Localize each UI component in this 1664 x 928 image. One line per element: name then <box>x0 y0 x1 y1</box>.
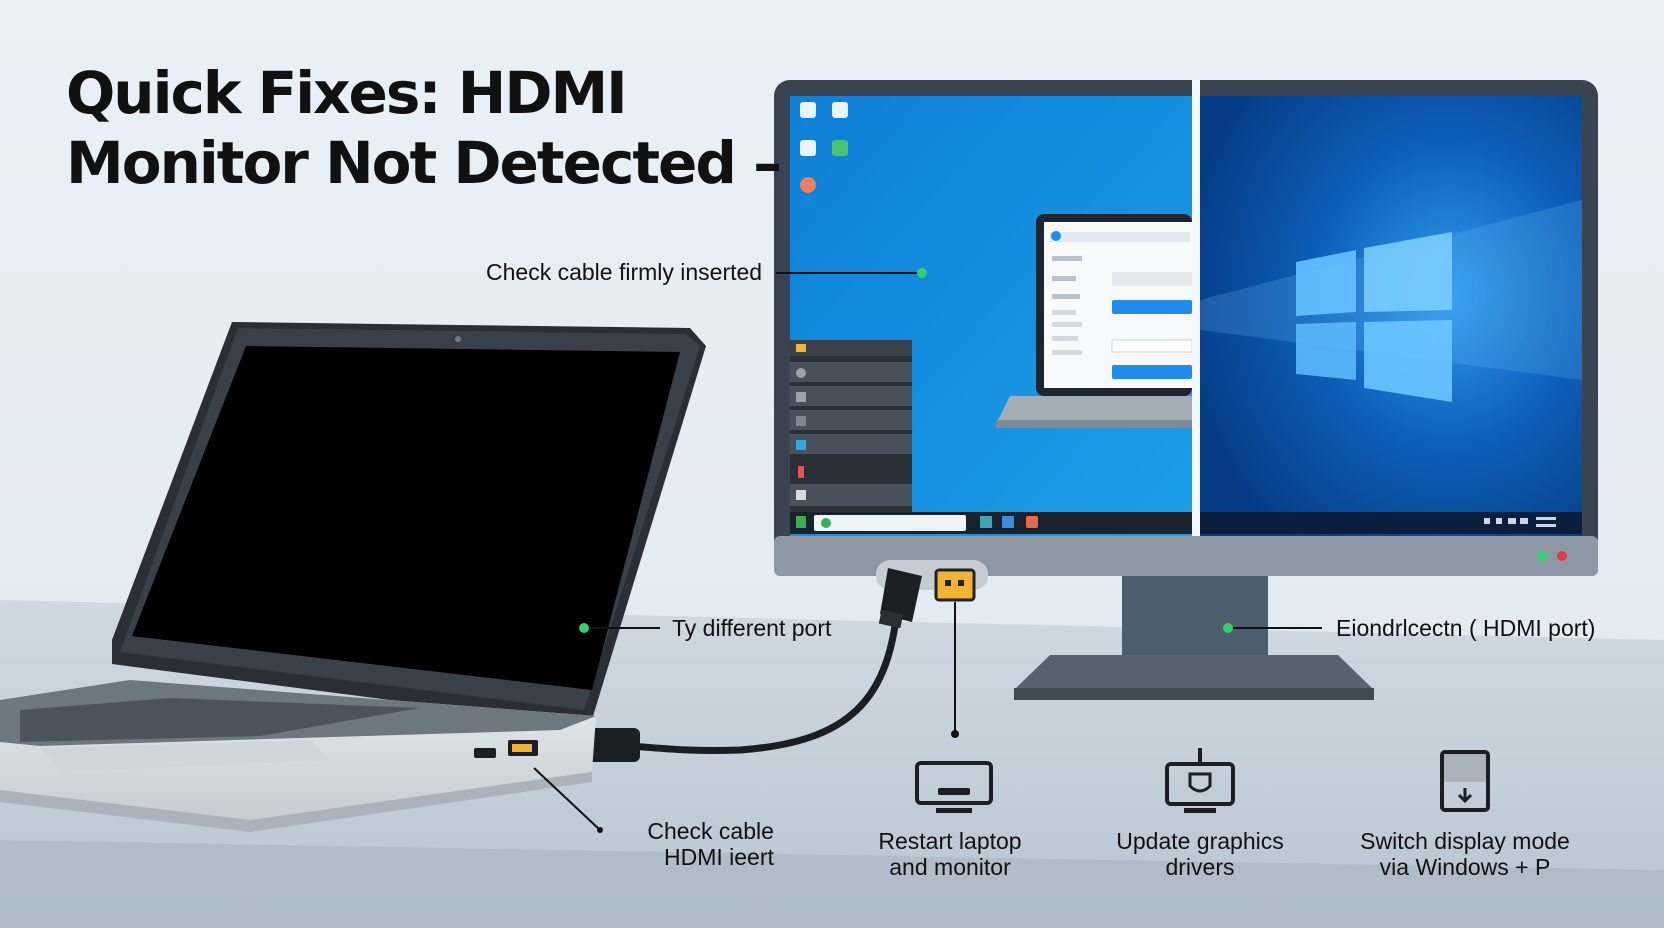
callout-cable-inserted: Check cable firmly inserted <box>486 259 763 285</box>
fix-restart-line2: and monitor <box>889 854 1011 880</box>
desktop-icon <box>832 140 848 156</box>
title-line-1: Quick Fixes: HDMI <box>66 59 628 127</box>
screen-divider <box>1192 80 1200 536</box>
fix-display-mode-line1: Switch display mode <box>1360 828 1570 854</box>
desktop-icon <box>800 102 816 118</box>
desktop-icon <box>800 140 816 156</box>
fix-drivers-line1: Update graphics <box>1116 828 1284 854</box>
hdmi-port-icon <box>934 568 976 602</box>
laptop-screen-black <box>132 346 680 690</box>
monitor-stand-neck <box>1122 570 1268 672</box>
desktop-icon <box>800 177 816 193</box>
callout-monitor-port: Eiondrlcectn ( HDMI port) <box>1336 615 1596 641</box>
power-led-icon <box>1537 551 1547 561</box>
windows-logo-icon <box>1296 232 1452 402</box>
monitor-stand-base <box>1014 655 1374 690</box>
callout-check-cable: Check cable HDMI ieert <box>618 818 774 870</box>
fix-drivers-line2: drivers <box>1165 854 1235 880</box>
callout-different-port: Ty different port <box>672 615 832 641</box>
callout-dot-monitor-port <box>1223 623 1233 633</box>
desktop-icon <box>832 102 848 118</box>
monitor-screen-right <box>1200 96 1582 536</box>
title-line-2: Monitor Not Detected – <box>66 129 782 197</box>
graphics-driver-icon <box>1165 748 1235 813</box>
callout-check-cable-line2: HDMI ieert <box>664 844 774 870</box>
callout-markers <box>533 268 1322 833</box>
callout-check-cable-line1: Check cable <box>647 818 774 844</box>
page-title: Quick Fixes: HDMI Monitor Not Detected – <box>66 58 782 198</box>
callout-dot-cable-inserted <box>917 268 927 278</box>
laptop <box>0 322 706 832</box>
fix-restart-label: Restart laptop and monitor <box>820 828 1080 880</box>
monitor-icon <box>915 761 993 813</box>
external-monitor <box>774 80 1598 700</box>
callout-dot-different-port <box>579 623 589 633</box>
fix-display-mode-label: Switch display mode via Windows + P <box>1335 828 1595 880</box>
webcam-icon <box>455 336 461 342</box>
usb-port-icon <box>474 748 496 758</box>
taskbar-search-box <box>814 515 966 531</box>
status-led-icon <box>1557 551 1567 561</box>
display-mode-icon <box>1440 750 1490 812</box>
fix-display-mode-line2: via Windows + P <box>1379 854 1551 880</box>
taskbar-right <box>1200 512 1582 534</box>
fix-restart-line1: Restart laptop <box>878 828 1022 854</box>
monitor-cable-connector <box>880 568 922 622</box>
fix-drivers-label: Update graphics drivers <box>1070 828 1330 880</box>
